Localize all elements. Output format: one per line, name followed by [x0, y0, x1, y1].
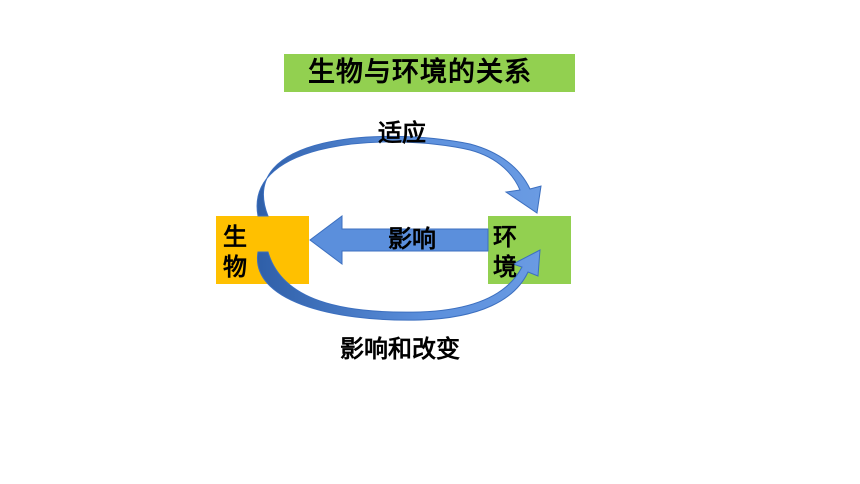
title-banner: [284, 54, 575, 92]
top-curved-arrow: [256, 135, 542, 217]
middle-left-arrow: [309, 215, 489, 265]
diagram-title: 生物与环境的关系: [308, 57, 532, 88]
organism-label-text: 生物: [223, 223, 247, 281]
organism-label: 生物: [222, 222, 248, 282]
environment-label: 环境: [492, 222, 518, 282]
relation-bottom-label: 影响和改变: [340, 335, 460, 363]
bottom-curved-arrow: [257, 249, 541, 321]
environment-label-text: 环境: [493, 223, 517, 281]
relation-top-label: 适应: [378, 119, 426, 147]
relation-middle-label: 影响: [388, 225, 436, 253]
